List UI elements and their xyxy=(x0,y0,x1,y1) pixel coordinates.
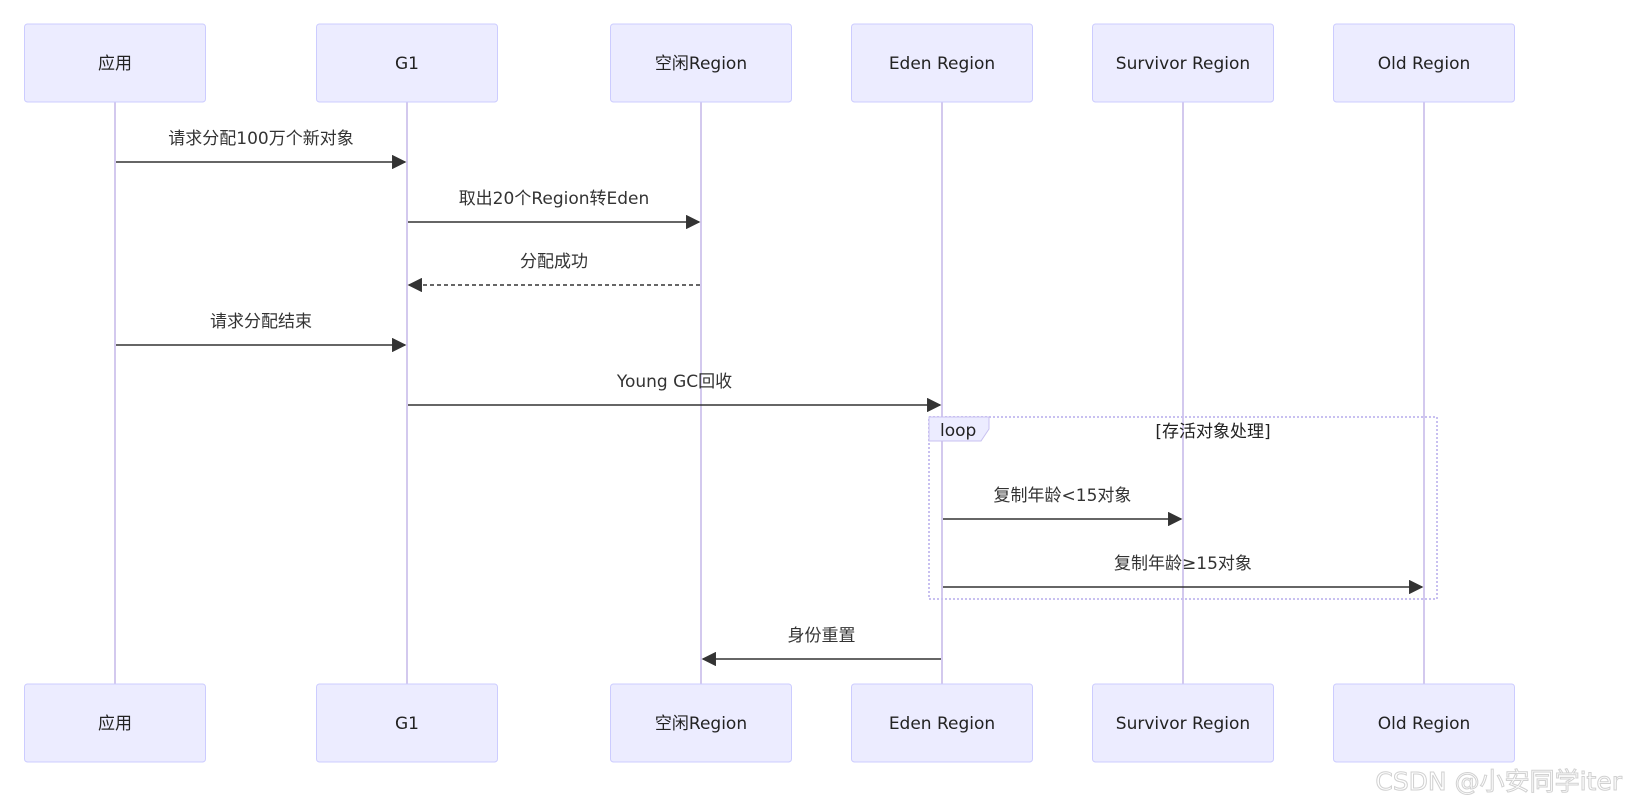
participant-box xyxy=(610,23,792,103)
participant-box xyxy=(1333,683,1515,763)
participant-box xyxy=(24,23,206,103)
message-label: 取出20个Region转Eden xyxy=(459,189,650,209)
message-label: 复制年龄≥15对象 xyxy=(1114,554,1252,574)
participant-label: Eden Region xyxy=(889,54,995,74)
message-6: 复制年龄<15对象 xyxy=(943,486,1183,527)
participant-label: Old Region xyxy=(1378,714,1471,734)
participant-label: G1 xyxy=(395,714,419,734)
loop-condition: [存活对象处理] xyxy=(1155,422,1270,442)
message-label: 请求分配100万个新对象 xyxy=(168,129,353,149)
message-label: 复制年龄<15对象 xyxy=(994,486,1132,506)
participant-label: Old Region xyxy=(1378,54,1471,74)
loop-keyword: loop xyxy=(940,421,976,441)
participant-old-top: Old Region xyxy=(1333,23,1515,103)
message-3: 分配成功 xyxy=(407,252,700,293)
participant-app-top: 应用 xyxy=(24,23,206,103)
participant-eden-top: Eden Region xyxy=(851,23,1033,103)
message-label: 身份重置 xyxy=(788,626,856,646)
participant-box xyxy=(1092,683,1274,763)
participant-eden-bottom: Eden Region xyxy=(851,683,1033,763)
participant-survivor-top: Survivor Region xyxy=(1092,23,1274,103)
participant-label: Survivor Region xyxy=(1116,54,1250,74)
participant-box xyxy=(1333,23,1515,103)
participant-box xyxy=(24,683,206,763)
participant-box xyxy=(316,23,498,103)
message-4: 请求分配结束 xyxy=(116,312,407,353)
participant-box xyxy=(851,23,1033,103)
participant-label: 应用 xyxy=(98,714,132,734)
participant-label: Survivor Region xyxy=(1116,714,1250,734)
participant-app-bottom: 应用 xyxy=(24,683,206,763)
message-7: 复制年龄≥15对象 xyxy=(943,554,1424,595)
participant-old-bottom: Old Region xyxy=(1333,683,1515,763)
watermark: CSDN @小安同学iter xyxy=(1375,767,1622,796)
message-8: 身份重置 xyxy=(701,626,941,667)
participant-box xyxy=(851,683,1033,763)
message-2: 取出20个Region转Eden xyxy=(408,189,701,230)
message-label: 请求分配结束 xyxy=(210,312,312,332)
loop-border xyxy=(928,416,1438,600)
participant-label: 空闲Region xyxy=(655,714,747,734)
participant-box xyxy=(1092,23,1274,103)
participant-free-bottom: 空闲Region xyxy=(610,683,792,763)
participant-label: Eden Region xyxy=(889,714,995,734)
message-label: Young GC回收 xyxy=(616,372,732,392)
participant-free-top: 空闲Region xyxy=(610,23,792,103)
loop-frame: loop [存活对象处理] xyxy=(928,416,1438,600)
message-5: Young GC回收 xyxy=(408,372,942,413)
participant-g1-bottom: G1 xyxy=(316,683,498,763)
participant-box xyxy=(316,683,498,763)
message-1: 请求分配100万个新对象 xyxy=(116,129,407,170)
participant-box xyxy=(610,683,792,763)
participant-survivor-bottom: Survivor Region xyxy=(1092,683,1274,763)
loop-tab xyxy=(928,416,990,442)
participant-label: 空闲Region xyxy=(655,54,747,74)
participant-label: 应用 xyxy=(98,54,132,74)
participant-g1-top: G1 xyxy=(316,23,498,103)
message-label: 分配成功 xyxy=(520,252,588,272)
participant-label: G1 xyxy=(395,54,419,74)
